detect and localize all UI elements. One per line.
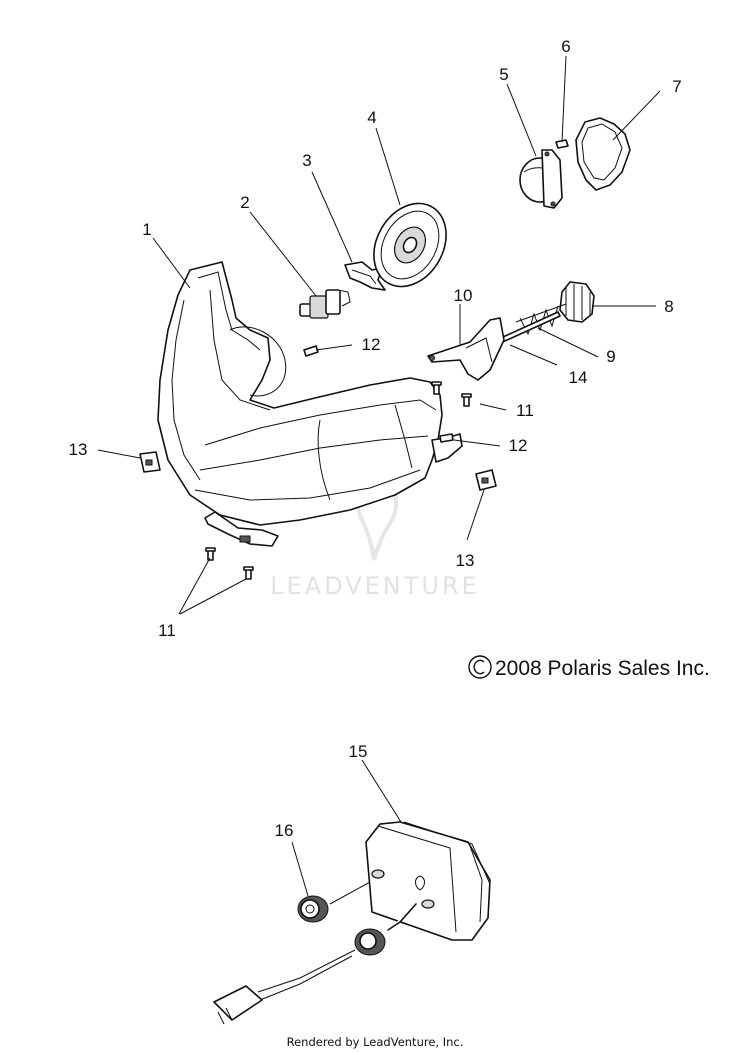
callout-12-right: 12 xyxy=(509,436,528,455)
screw-11-d[interactable] xyxy=(243,566,254,580)
bulb[interactable] xyxy=(299,289,351,319)
headlight-housing[interactable] xyxy=(157,261,463,547)
reflector-boot[interactable] xyxy=(359,190,460,299)
copyright-icon xyxy=(468,655,492,679)
callout-6: 6 xyxy=(561,37,570,56)
screw-11-b[interactable] xyxy=(461,393,472,407)
callout-3: 3 xyxy=(302,151,311,170)
rendered-by-footer: Rendered by LeadVenture, Inc. xyxy=(287,1035,464,1049)
tail-lamp[interactable] xyxy=(365,821,491,941)
retaining-clip[interactable] xyxy=(344,261,386,291)
callout-11-right: 11 xyxy=(516,401,534,420)
callout-1: 1 xyxy=(142,220,151,239)
watermark-text: LEADVENTURE xyxy=(270,572,480,600)
adjuster-spring[interactable] xyxy=(515,303,567,336)
adjuster-knob[interactable] xyxy=(559,281,595,323)
small-screw[interactable] xyxy=(555,139,569,149)
grommet[interactable] xyxy=(297,881,371,923)
callout-8: 8 xyxy=(664,297,673,316)
copyright-text: 2008 Polaris Sales Inc. xyxy=(495,657,710,680)
screw-12-b[interactable] xyxy=(439,433,454,443)
callout-13-bottom: 13 xyxy=(456,551,475,570)
callout-14: 14 xyxy=(569,368,588,387)
speed-nut-13-b[interactable] xyxy=(475,469,497,491)
callout-4: 4 xyxy=(367,108,376,127)
speed-nut-13-a[interactable] xyxy=(139,451,161,473)
callout-15: 15 xyxy=(349,742,368,761)
screw-11-c[interactable] xyxy=(205,547,216,561)
callout-11-bottom: 11 xyxy=(158,621,176,640)
copyright: 2008 Polaris Sales Inc. xyxy=(468,655,710,680)
wiring-harness[interactable] xyxy=(213,903,417,1025)
callout-12-top: 12 xyxy=(362,335,381,354)
adjuster-bracket[interactable] xyxy=(427,317,505,381)
watermark: LEADVENTURE xyxy=(270,454,480,600)
callout-2: 2 xyxy=(240,193,249,212)
screw-11-a[interactable] xyxy=(431,381,442,395)
callout-5: 5 xyxy=(499,65,508,84)
callout-13-left: 13 xyxy=(69,440,88,459)
callout-10: 10 xyxy=(454,286,473,305)
callout-7: 7 xyxy=(672,77,681,96)
screw-12-a[interactable] xyxy=(303,345,319,357)
callout-16: 16 xyxy=(275,821,294,840)
callouts: 1 2 3 4 5 6 7 8 9 10 11 12 12 13 13 14 1 xyxy=(69,37,682,897)
running-lamp[interactable] xyxy=(519,149,563,209)
gasket[interactable] xyxy=(575,117,631,191)
callout-9: 9 xyxy=(606,347,615,366)
